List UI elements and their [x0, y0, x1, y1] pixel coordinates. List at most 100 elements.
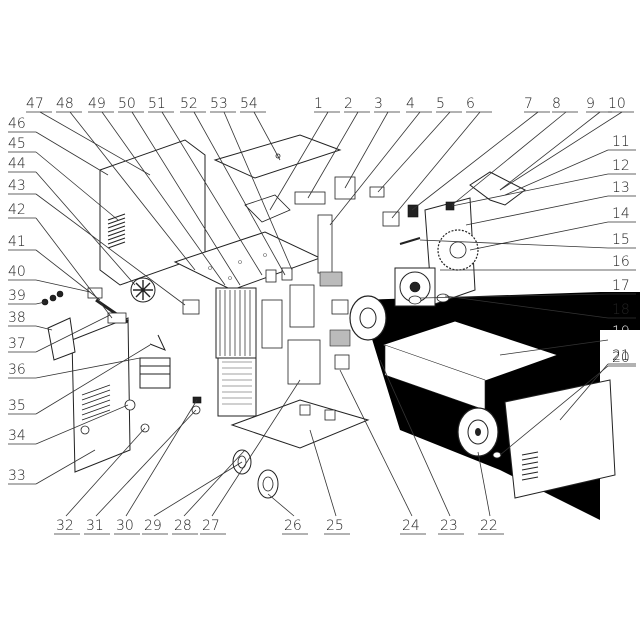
callout-number: 25: [326, 518, 344, 534]
callout-number: 6: [466, 96, 475, 112]
bracket-part-43: [182, 299, 200, 315]
leader-line: [35, 279, 91, 293]
callout-number: 37: [8, 336, 26, 352]
leader-line: [161, 111, 263, 276]
leader-line: [69, 111, 196, 271]
callout-number: 52: [180, 96, 198, 112]
leader-line: [35, 249, 101, 301]
leader-line: [411, 111, 539, 211]
connector-part-6: [382, 211, 400, 227]
callout-number: 51: [148, 96, 166, 112]
callout-number: 21: [612, 348, 630, 364]
leader-line: [444, 295, 609, 319]
callout-number: 28: [174, 518, 192, 534]
callout-number: 5: [436, 96, 445, 112]
callout-number: 24: [402, 518, 420, 534]
leader-line: [35, 449, 96, 485]
leader-line: [465, 195, 609, 226]
pcb-board-center: [289, 284, 315, 328]
leader-line: [451, 111, 567, 206]
connector-part-7: [407, 204, 419, 218]
leader-line: [95, 409, 197, 517]
callout-number: 11: [612, 134, 630, 150]
callout-number: 50: [118, 96, 136, 112]
caster-wheel-front: [257, 469, 279, 499]
callout-number: 53: [210, 96, 228, 112]
callout-number: 19: [612, 324, 630, 340]
bracket-part-51: [265, 269, 277, 283]
leader-line: [223, 111, 293, 271]
leader-line: [307, 111, 359, 199]
leader-line: [35, 314, 111, 353]
leader-line: [329, 111, 421, 226]
callout-number: 10: [608, 96, 626, 112]
callout-number: 2: [344, 96, 353, 112]
callout-number: 1: [314, 96, 323, 112]
dark-band-callout-19: [600, 292, 640, 330]
connector-part-34: [124, 399, 136, 411]
leader-line: [65, 427, 146, 517]
leader-line: [35, 193, 186, 306]
callout-number: 35: [8, 398, 26, 414]
callout-number: 3: [374, 96, 383, 112]
callout-number: 18: [612, 302, 630, 318]
callout-number: 20: [612, 350, 630, 366]
leader-line: [504, 149, 609, 196]
callout-number: 33: [8, 468, 26, 484]
leader-line: [469, 221, 609, 251]
big-wheel-front: [457, 407, 499, 457]
callout-number: 15: [612, 232, 630, 248]
leader-line: [419, 293, 609, 299]
leader-line: [125, 399, 198, 517]
callout-number: 13: [612, 180, 630, 196]
leader-line: [35, 171, 136, 286]
callout-number: 22: [480, 518, 498, 534]
callout-number: 43: [8, 178, 26, 194]
callout-number: 34: [8, 428, 26, 444]
big-wheel-rear: [349, 295, 387, 341]
knob-part-17: [408, 295, 422, 305]
vertical-pcb: [317, 214, 333, 274]
callout-number: 4: [406, 96, 415, 112]
callout-number: 32: [56, 518, 74, 534]
pin-part-15: [399, 237, 421, 245]
leader-line: [131, 111, 241, 286]
callout-number: 9: [586, 96, 595, 112]
callout-number: 54: [240, 96, 258, 112]
leader-lines: [8, 111, 636, 535]
callout-number: 46: [8, 116, 26, 132]
callout-number: 14: [612, 206, 630, 222]
leader-line: [211, 379, 301, 517]
screw-part-20: [492, 451, 502, 459]
bracket-part-40: [87, 287, 103, 299]
callout-number: 7: [524, 96, 533, 112]
leader-line: [35, 217, 113, 319]
knob-part-39c: [56, 290, 64, 298]
transformer-main: [139, 357, 171, 389]
callout-number: 17: [612, 278, 630, 294]
leader-line: [309, 429, 337, 517]
leader-line: [499, 111, 623, 191]
callout-number: 48: [56, 96, 74, 112]
pcb-board-mid: [261, 299, 283, 349]
leader-line: [253, 111, 281, 161]
leader-line: [419, 239, 609, 249]
heat-sink-upper: [215, 287, 257, 359]
callout-number: 38: [8, 310, 26, 326]
callout-number: 39: [8, 288, 26, 304]
callout-number: 30: [116, 518, 134, 534]
leader-line: [101, 111, 226, 286]
leader-line: [339, 369, 413, 517]
front-panel: [71, 317, 131, 473]
mesh-plate: [244, 194, 291, 223]
callout-number: 44: [8, 156, 26, 172]
callout-number: 41: [8, 234, 26, 250]
leader-line: [477, 451, 491, 517]
leader-line: [153, 461, 243, 517]
callout-number: 26: [284, 518, 302, 534]
screw-part-12: [445, 201, 455, 211]
callout-number: 45: [8, 136, 26, 152]
leader-line: [35, 404, 129, 445]
